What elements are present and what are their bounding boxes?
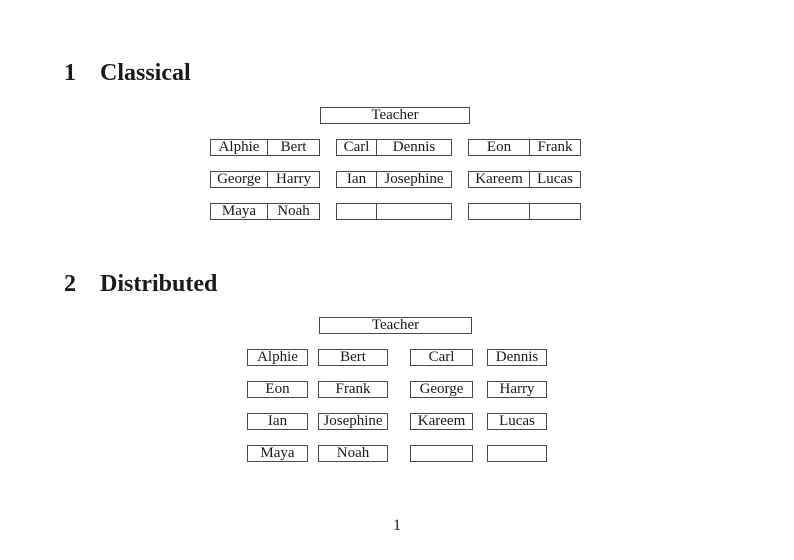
desk: [468, 203, 581, 220]
teacher-box: Teacher: [319, 317, 472, 334]
desk-seat-right: Noah: [277, 203, 310, 219]
student-box: Lucas: [487, 413, 547, 430]
section-heading-classical: 1 Classical: [64, 60, 191, 86]
student-box: Noah: [318, 445, 388, 462]
desk-seat-left: Maya: [211, 204, 268, 219]
desk: Carl Dennis: [336, 139, 452, 156]
student-box: Josephine: [318, 413, 388, 430]
desk-seat-right: [530, 204, 580, 219]
student-box: [410, 445, 473, 462]
desk-seat-left: Ian: [337, 172, 377, 187]
student-box: Ian: [247, 413, 308, 430]
desk-seat-left: Alphie: [211, 140, 268, 155]
desk: Alphie Bert: [210, 139, 320, 156]
student-box: Eon: [247, 381, 308, 398]
student-box: Frank: [318, 381, 388, 398]
teacher-box: Teacher: [320, 107, 470, 124]
desk: Ian Josephine: [336, 171, 452, 188]
desk: Eon Frank: [468, 139, 581, 156]
student-box: [487, 445, 547, 462]
desk-seat-right: Dennis: [392, 139, 436, 155]
section-number: 1: [64, 60, 76, 86]
student-box: Maya: [247, 445, 308, 462]
page-number: 1: [393, 517, 401, 534]
student-box: Carl: [410, 349, 473, 366]
student-box: George: [410, 381, 473, 398]
desk-seat-left: Carl: [337, 140, 377, 155]
desk-seat-right: Josephine: [384, 171, 444, 187]
desk-seat-right: Harry: [276, 171, 311, 187]
desk: Kareem Lucas: [468, 171, 581, 188]
section-heading-distributed: 2 Distributed: [64, 271, 218, 297]
desk: Maya Noah: [210, 203, 320, 220]
student-box: Harry: [487, 381, 547, 398]
desk-seat-left: [337, 204, 377, 219]
student-box: Dennis: [487, 349, 547, 366]
desk-seat-right: [377, 204, 451, 219]
desk-seat-right: Lucas: [537, 171, 573, 187]
student-box: Bert: [318, 349, 388, 366]
section-number: 2: [64, 271, 76, 297]
section-title: Classical: [100, 60, 191, 86]
desk-seat-right: Frank: [537, 139, 573, 155]
desk-seat-right: Bert: [280, 139, 307, 155]
desk-seat-left: [469, 204, 530, 219]
desk-seat-left: George: [211, 172, 268, 187]
desk-seat-left: Eon: [469, 140, 530, 155]
desk: [336, 203, 452, 220]
desk-seat-left: Kareem: [469, 172, 530, 187]
desk: George Harry: [210, 171, 320, 188]
student-box: Kareem: [410, 413, 473, 430]
student-box: Alphie: [247, 349, 308, 366]
section-title: Distributed: [100, 271, 218, 297]
